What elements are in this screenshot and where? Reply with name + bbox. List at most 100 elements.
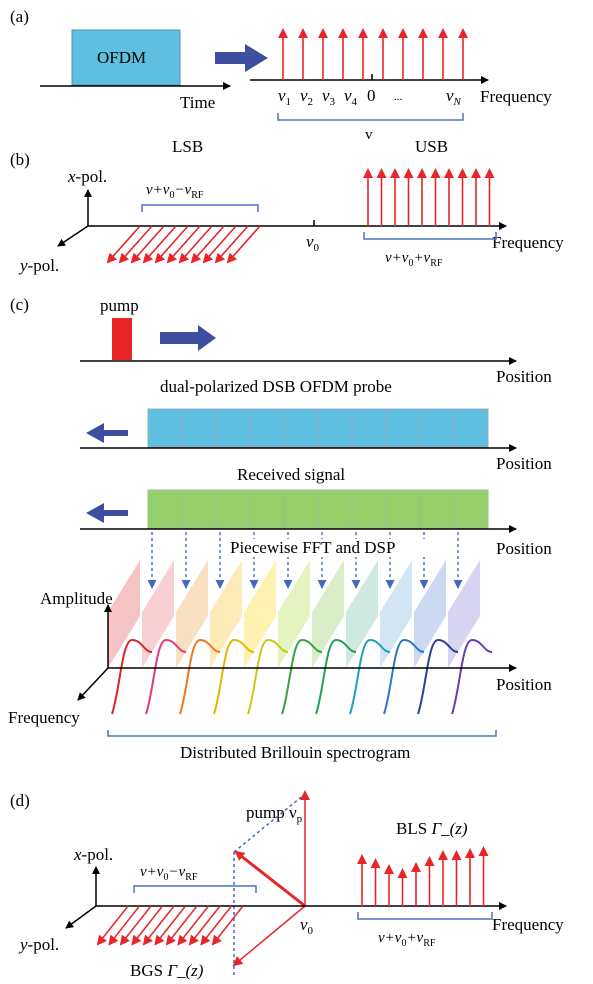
usb-bracket-b — [363, 232, 497, 240]
ypol-label-d: y-pol. — [18, 935, 59, 954]
received-cell — [453, 489, 489, 529]
pump-label: pump — [100, 296, 139, 315]
lsb-arrow — [154, 225, 189, 264]
pump-nu-label: pump νp — [246, 803, 303, 825]
panel-a-label: (a) — [10, 7, 29, 26]
lsb-arrow — [178, 225, 213, 264]
spectrogram-slice — [142, 560, 174, 668]
received-cell — [317, 489, 353, 529]
panel-d: (d) pump νp x-pol. y-pol. Frequency ν0 ν… — [10, 790, 564, 980]
usb-expr-b: ν+ν0+νRF — [385, 250, 443, 269]
spectrogram-slice — [346, 560, 378, 668]
panel-c: (c) pump Position dual-polarized DSB OFD… — [8, 295, 552, 762]
position-label-3: Position — [496, 539, 552, 558]
spectrogram-label: Distributed Brillouin spectrogram — [180, 743, 410, 762]
lsb-arrow — [214, 225, 249, 264]
lsb-label: LSB — [172, 137, 203, 156]
bgs-arrow — [108, 905, 141, 946]
brillouin-curve — [213, 638, 255, 715]
received-label: Received signal — [237, 465, 345, 484]
v-bracket — [277, 113, 464, 121]
spectrogram-slice — [380, 560, 412, 668]
bgs-arrow — [165, 905, 198, 946]
received-direction-arrow — [86, 503, 128, 523]
pump-ypol-vector — [232, 905, 306, 967]
bgs-arrow — [142, 905, 175, 946]
usb-label: USB — [415, 137, 448, 156]
ofdm-box-label: OFDM — [97, 48, 146, 67]
nu-1: ν1 — [278, 86, 291, 108]
spectrogram-slice — [176, 560, 208, 668]
received-cell — [249, 489, 285, 529]
position-label-1: Position — [496, 367, 552, 386]
received-cell — [283, 489, 319, 529]
probe-cell — [385, 408, 421, 448]
nu-3: ν3 — [322, 86, 336, 108]
transform-arrow — [215, 44, 268, 72]
brillouin-curve — [281, 638, 323, 715]
brillouin-curve — [179, 638, 221, 715]
probe-label: dual-polarized DSB OFDM probe — [160, 377, 392, 396]
pump-direction-arrow — [160, 325, 216, 351]
spectrogram-slice — [312, 560, 344, 668]
usb-arrows-xpol — [363, 168, 495, 226]
lsb-arrow — [202, 225, 237, 264]
bgs-arrow — [177, 905, 210, 946]
received-cell — [419, 489, 455, 529]
ypol-axis-b — [57, 225, 89, 247]
nu-4: ν4 — [344, 86, 358, 108]
received-cell — [385, 489, 421, 529]
received-cell — [181, 489, 217, 529]
fft-label-bg — [226, 539, 426, 557]
ellipsis: ... — [394, 91, 403, 103]
brillouin-curve — [417, 638, 459, 715]
pump-pulse — [112, 318, 132, 360]
bls-label: BLS Γ_(z) — [396, 819, 468, 838]
position-label-4: Position — [496, 675, 552, 694]
brillouin-curve — [383, 638, 425, 715]
xpol-label-d: x-pol. — [73, 845, 113, 864]
xpol-label-b: x-pol. — [67, 167, 107, 186]
panel-b-label: (b) — [10, 150, 30, 169]
bgs-arrow — [211, 905, 244, 946]
spectrogram-slice — [108, 560, 140, 668]
lsb-arrow — [118, 225, 153, 264]
bgs-arrow — [96, 905, 129, 946]
probe-cell — [181, 408, 217, 448]
probe-cell — [351, 408, 387, 448]
panel-c-label: (c) — [10, 295, 29, 314]
time-axis-label: Time — [180, 93, 215, 112]
bgs-arrow — [119, 905, 152, 946]
received-cell — [351, 489, 387, 529]
received-cell — [147, 489, 183, 529]
lsb-arrow — [130, 225, 165, 264]
probe-cell — [215, 408, 251, 448]
received-cell — [215, 489, 251, 529]
spectrogram-slice — [278, 560, 310, 668]
pump-projection-vector — [234, 850, 306, 908]
bgs-arrow — [154, 905, 187, 946]
brillouin-curve — [349, 638, 391, 715]
frequency-label-b: Frequency — [492, 233, 564, 252]
bgs-arrow — [200, 905, 233, 946]
spectrogram-slice — [414, 560, 446, 668]
brillouin-curve — [145, 638, 187, 715]
probe-direction-arrow — [86, 423, 128, 443]
bgs-arrows-ypol — [96, 905, 244, 946]
lsb-arrow — [226, 225, 261, 264]
lsb-arrow — [166, 225, 201, 264]
bls-arrows-xpol — [357, 846, 489, 906]
bgs-arrow — [131, 905, 164, 946]
probe-cell — [317, 408, 353, 448]
ofdm-box — [71, 29, 181, 86]
frequency-label-c: Frequency — [8, 708, 80, 727]
nu-n: νN — [446, 86, 462, 108]
probe-cells — [147, 408, 489, 448]
bgs-label: BGS Γ_(z) — [130, 961, 204, 980]
nu-2: ν2 — [300, 86, 313, 108]
lsb-bracket-d — [133, 885, 257, 893]
frequency-label-a: Frequency — [480, 87, 552, 106]
probe-cell — [283, 408, 319, 448]
lsb-arrows-ypol — [106, 225, 261, 264]
